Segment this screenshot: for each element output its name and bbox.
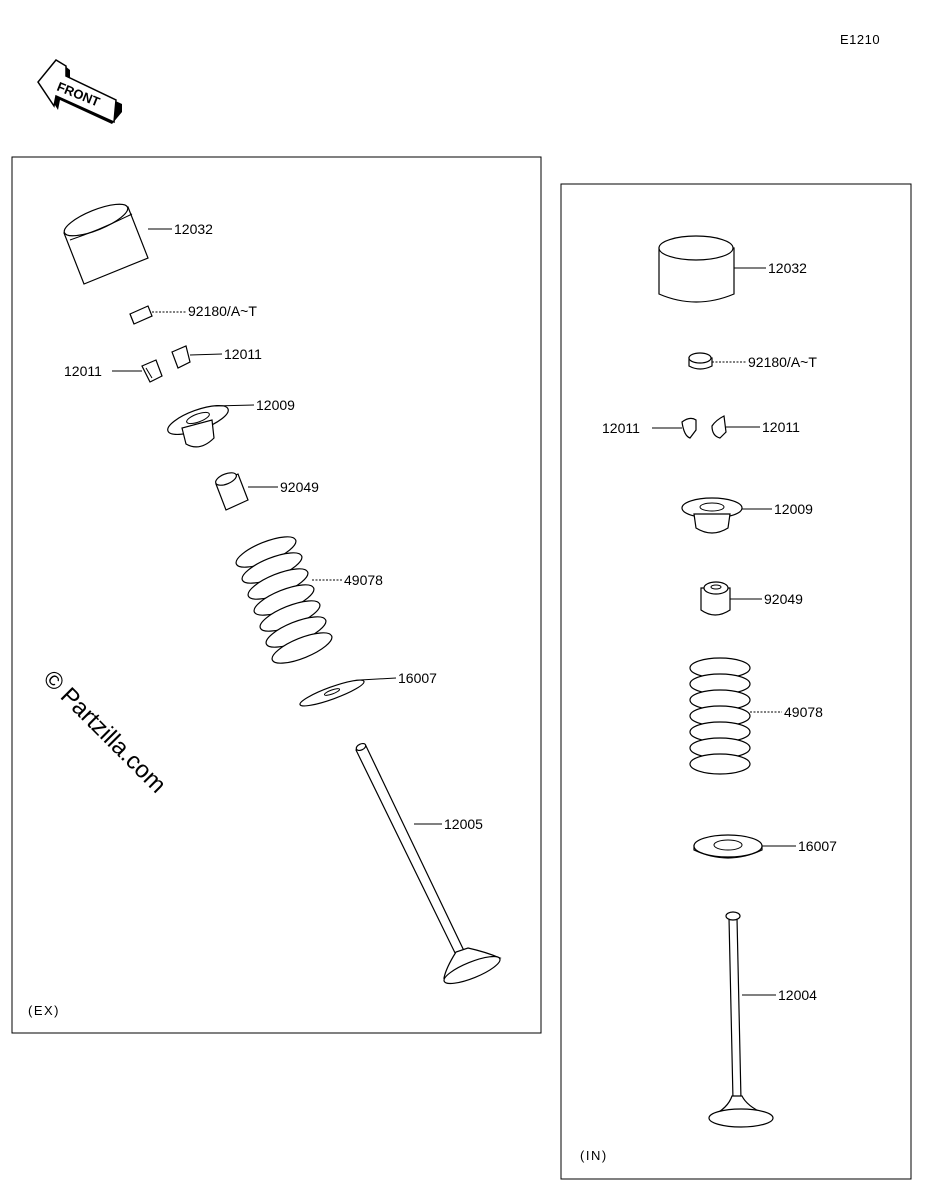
ex-label-retainer: 12009 <box>256 397 295 413</box>
in-label-valve: 12004 <box>778 987 817 1003</box>
in-seal-part <box>700 581 731 616</box>
ex-label-valve: 12005 <box>444 816 483 832</box>
front-arrow-icon: FRONT <box>37 59 122 124</box>
ex-spring-part <box>235 536 333 664</box>
in-cotter-left-part <box>681 417 697 439</box>
in-spring-seat-part <box>693 834 763 859</box>
intake-panel-tag: (IN) <box>580 1148 608 1163</box>
in-label-tappet: 12032 <box>768 260 807 276</box>
in-label-shim: 92180/A~T <box>748 354 817 370</box>
ex-label-seal: 92049 <box>280 479 319 495</box>
ex-spring-seat-part <box>299 679 365 707</box>
in-label-retainer: 12009 <box>774 501 813 517</box>
in-valve-part <box>708 911 774 1128</box>
ex-label-cotter-right: 12011 <box>224 346 262 362</box>
watermark: © Partzilla.com <box>38 665 171 798</box>
ex-label-spring: 49078 <box>344 572 383 588</box>
in-label-spring: 49078 <box>784 704 823 720</box>
ex-label-tappet: 12032 <box>174 221 213 237</box>
in-label-cotter-right: 12011 <box>762 419 800 435</box>
in-cotter-right-part <box>711 415 727 439</box>
ex-valve-part <box>355 742 502 985</box>
in-label-seal: 92049 <box>764 591 803 607</box>
ex-cotter-right-part <box>171 345 191 369</box>
ex-cotter-left-part <box>141 359 163 383</box>
ex-label-spring-seat: 16007 <box>398 670 437 686</box>
exhaust-panel-tag: (EX) <box>28 1003 60 1018</box>
ex-retainer-part <box>167 404 229 448</box>
in-tappet-part <box>658 235 735 303</box>
in-retainer-part <box>681 497 743 534</box>
diagram-code: E1210 <box>840 32 880 47</box>
ex-seal-part <box>215 472 249 511</box>
ex-label-shim: 92180/A~T <box>188 303 257 319</box>
intake-panel-frame <box>560 183 912 1180</box>
ex-tappet-part <box>63 203 149 285</box>
ex-shim-part <box>129 305 153 325</box>
in-shim-part <box>688 352 713 370</box>
in-spring-part <box>689 657 751 775</box>
in-label-spring-seat: 16007 <box>798 838 837 854</box>
exhaust-panel-frame <box>11 156 542 1034</box>
ex-label-cotter-left: 12011 <box>64 363 102 379</box>
intake-panel: (IN) 12032 92180/A~T 12011 12011 <box>560 183 912 1180</box>
in-label-cotter-left: 12011 <box>602 420 640 436</box>
exhaust-panel: (EX) 12032 92180/A~T 12011 12011 <box>11 156 542 1034</box>
